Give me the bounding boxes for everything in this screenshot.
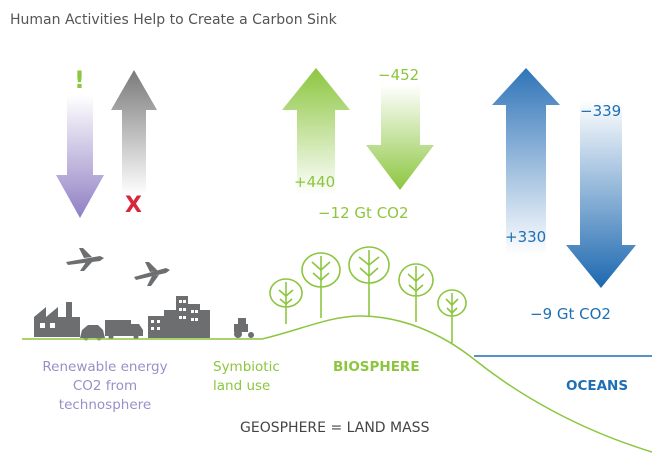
biosphere-net-flux: −12 Gt CO2 xyxy=(318,204,409,222)
renewable-label-line2: CO2 from xyxy=(72,378,138,394)
symbiotic-label-line1: Symbiotic xyxy=(213,359,280,375)
green-up-arrow xyxy=(282,68,350,195)
biosphere-uptake-value: +440 xyxy=(294,173,336,191)
purple-down-arrow xyxy=(56,95,104,218)
hill-line xyxy=(261,315,652,453)
buildings-icon xyxy=(148,296,210,338)
car-icon xyxy=(80,325,105,341)
factory-icon xyxy=(34,302,80,337)
cross-mark: X xyxy=(125,193,142,218)
symbiotic-label-line2: land use xyxy=(213,378,271,394)
airplane-icon xyxy=(134,262,170,286)
tree-icon xyxy=(437,289,467,343)
ocean-release-value: −339 xyxy=(580,102,622,120)
biosphere-release-value: −452 xyxy=(378,66,420,84)
truck-icon xyxy=(105,320,143,340)
tree-icon xyxy=(269,278,303,324)
renewable-label-line3: technosphere xyxy=(58,397,152,413)
tree-icon xyxy=(348,246,390,316)
biosphere-label: BIOSPHERE xyxy=(333,359,420,375)
tractor-icon xyxy=(234,318,254,338)
gray-up-arrow xyxy=(111,70,157,195)
tree-icon xyxy=(301,252,341,318)
renewable-energy-label: Renewable energy CO2 from technosphere xyxy=(30,358,180,415)
page-title: Human Activities Help to Create a Carbon… xyxy=(10,12,337,28)
tree-icon xyxy=(398,263,434,322)
airplane-icon xyxy=(66,248,104,271)
exclamation-mark: ! xyxy=(74,66,85,94)
oceans-label: OCEANS xyxy=(566,378,629,394)
renewable-label-line1: Renewable energy xyxy=(42,359,168,375)
blue-up-arrow xyxy=(492,68,560,255)
green-down-arrow xyxy=(366,85,434,190)
ocean-uptake-value: +330 xyxy=(505,228,547,246)
symbiotic-land-use-label: Symbiotic land use xyxy=(213,358,280,396)
geosphere-label: GEOSPHERE = LAND MASS xyxy=(240,420,430,436)
blue-down-arrow xyxy=(566,100,636,288)
ocean-net-flux: −9 Gt CO2 xyxy=(530,305,611,323)
